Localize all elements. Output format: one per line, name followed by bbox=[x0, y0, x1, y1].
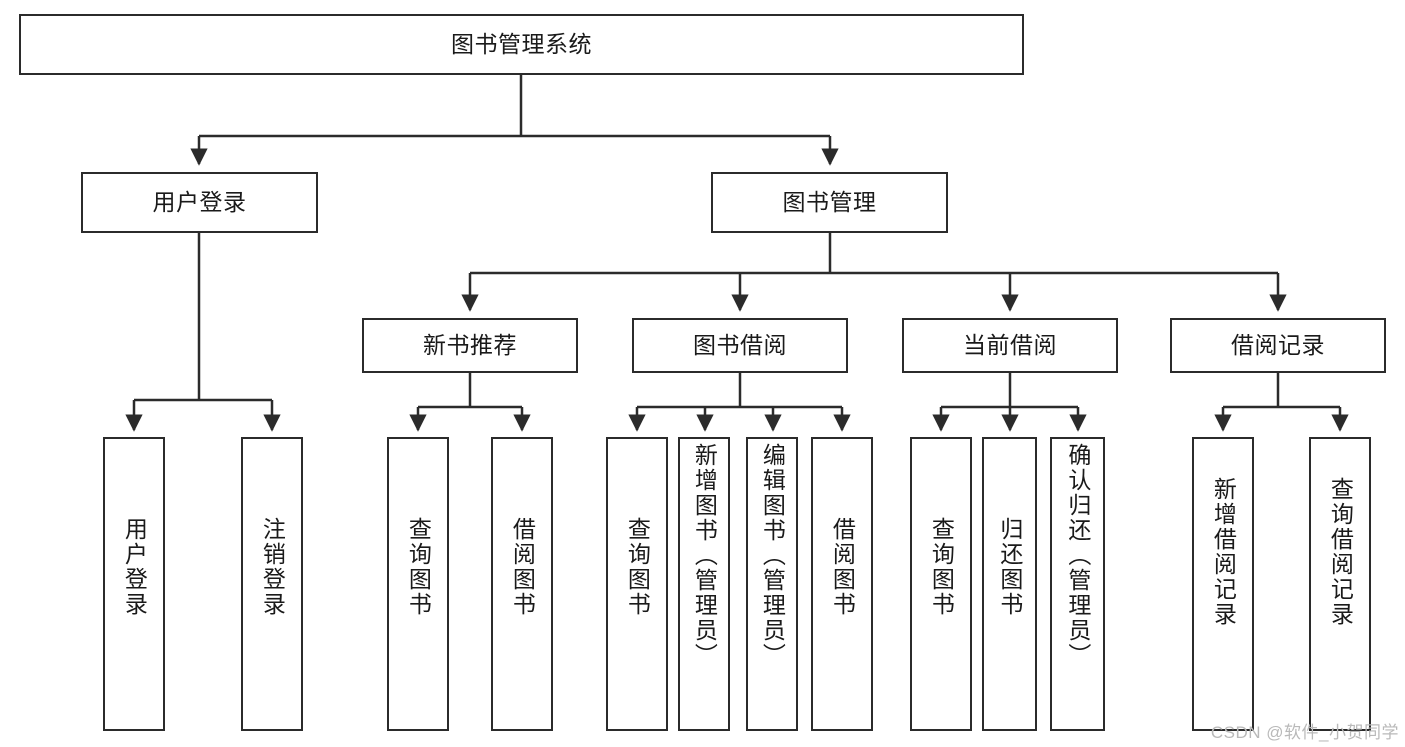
node-leaf-edit-book-label: 编辑图书（管理员） bbox=[759, 443, 786, 668]
node-leaf-add-record[interactable]: 新增借阅记录 bbox=[1192, 437, 1254, 731]
node-root[interactable]: 图书管理系统 bbox=[19, 14, 1024, 75]
node-leaf-return-book-label: 归还图书 bbox=[996, 517, 1023, 617]
node-new-book-recommend[interactable]: 新书推荐 bbox=[362, 318, 578, 373]
node-root-label: 图书管理系统 bbox=[451, 31, 592, 58]
node-book-borrow[interactable]: 图书借阅 bbox=[632, 318, 848, 373]
node-leaf-borrow-book-1[interactable]: 借阅图书 bbox=[491, 437, 553, 731]
node-leaf-borrow-book-2[interactable]: 借阅图书 bbox=[811, 437, 873, 731]
node-leaf-logout-login-label: 注销登录 bbox=[259, 517, 286, 617]
node-leaf-query-book-3[interactable]: 查询图书 bbox=[910, 437, 972, 731]
node-user-login[interactable]: 用户登录 bbox=[81, 172, 318, 233]
node-leaf-query-book-1[interactable]: 查询图书 bbox=[387, 437, 449, 731]
node-leaf-query-book-1-label: 查询图书 bbox=[405, 517, 432, 617]
node-leaf-return-book[interactable]: 归还图书 bbox=[982, 437, 1037, 731]
node-leaf-query-book-3-label: 查询图书 bbox=[928, 517, 955, 617]
node-leaf-borrow-book-2-label: 借阅图书 bbox=[829, 517, 856, 617]
watermark-text: CSDN @软件_小贺同学 bbox=[1210, 723, 1399, 742]
node-leaf-edit-book[interactable]: 编辑图书（管理员） bbox=[746, 437, 798, 731]
node-leaf-logout-login[interactable]: 注销登录 bbox=[241, 437, 303, 731]
node-leaf-query-book-2-label: 查询图书 bbox=[624, 517, 651, 617]
node-leaf-user-login-label: 用户登录 bbox=[121, 517, 148, 617]
node-leaf-query-book-2[interactable]: 查询图书 bbox=[606, 437, 668, 731]
node-leaf-add-record-label: 新增借阅记录 bbox=[1210, 477, 1237, 627]
node-new-book-recommend-label: 新书推荐 bbox=[423, 332, 517, 359]
node-book-borrow-label: 图书借阅 bbox=[693, 332, 787, 359]
node-leaf-query-record[interactable]: 查询借阅记录 bbox=[1309, 437, 1371, 731]
node-current-borrow[interactable]: 当前借阅 bbox=[902, 318, 1118, 373]
node-leaf-user-login[interactable]: 用户登录 bbox=[103, 437, 165, 731]
node-leaf-add-book[interactable]: 新增图书（管理员） bbox=[678, 437, 730, 731]
node-book-manage-label: 图书管理 bbox=[782, 189, 877, 216]
node-borrow-record[interactable]: 借阅记录 bbox=[1170, 318, 1386, 373]
node-user-login-label: 用户登录 bbox=[152, 189, 247, 216]
node-leaf-confirm-return-label: 确认归还（管理员） bbox=[1064, 443, 1091, 668]
node-borrow-record-label: 借阅记录 bbox=[1231, 332, 1325, 359]
node-book-manage[interactable]: 图书管理 bbox=[711, 172, 948, 233]
node-leaf-query-record-label: 查询借阅记录 bbox=[1327, 477, 1354, 627]
node-leaf-confirm-return[interactable]: 确认归还（管理员） bbox=[1050, 437, 1105, 731]
node-leaf-borrow-book-1-label: 借阅图书 bbox=[509, 517, 536, 617]
node-leaf-add-book-label: 新增图书（管理员） bbox=[691, 443, 718, 668]
node-current-borrow-label: 当前借阅 bbox=[963, 332, 1057, 359]
